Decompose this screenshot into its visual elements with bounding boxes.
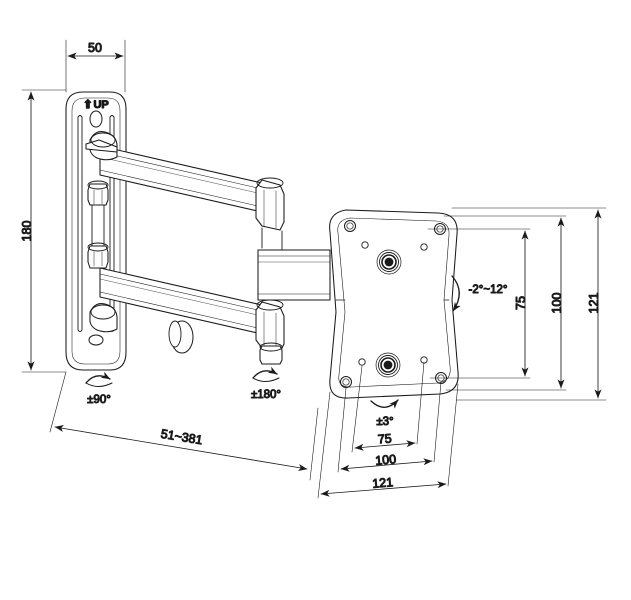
angle-label-rotation: ±3° bbox=[376, 416, 393, 428]
elbow-joint-lower bbox=[255, 299, 285, 365]
angle-label-swivel-90: ±90° bbox=[87, 394, 111, 406]
dimension-label-right-121: 121 bbox=[587, 293, 601, 314]
dimension-label-right-100: 100 bbox=[550, 293, 564, 314]
angle-label-tilt: -2°~12° bbox=[469, 284, 508, 296]
dimension-vesa-bottom-75 bbox=[351, 361, 425, 453]
dimension-vesa-right-75 bbox=[427, 228, 531, 379]
dimension-label-right-75: 75 bbox=[514, 296, 528, 310]
dimension-label-bottom-100: 100 bbox=[375, 452, 397, 468]
up-arrow-icon: ⇧ bbox=[83, 99, 92, 111]
orientation-up-label: ⇧UP bbox=[83, 99, 109, 111]
vesa-plate bbox=[329, 209, 459, 399]
dimension-extension bbox=[49, 371, 319, 481]
bolt-nut-upper bbox=[87, 180, 109, 206]
wall-joint-upper bbox=[85, 131, 118, 161]
wall-joint-lower bbox=[89, 303, 118, 333]
dimension-label-bottom-75: 75 bbox=[377, 431, 392, 446]
rotation-symbol bbox=[370, 399, 399, 409]
cable-ring bbox=[168, 320, 194, 354]
dimension-label-bottom-121: 121 bbox=[372, 475, 394, 491]
screw-boss-top bbox=[376, 249, 402, 275]
elbow-bolt-lower bbox=[259, 342, 283, 365]
dimension-vesa-bottom-121 bbox=[317, 383, 459, 499]
dimension-wallplate-height bbox=[21, 89, 67, 373]
dimension-vesa-right-100 bbox=[443, 215, 567, 391]
dimension-label-width-50: 50 bbox=[88, 41, 102, 55]
swivel-symbol-90 bbox=[85, 371, 113, 387]
forearm bbox=[257, 249, 331, 301]
angle-label-swivel-180: ±180° bbox=[251, 389, 281, 401]
dimension-wallplate-width bbox=[65, 39, 126, 93]
dimension-vesa-right-121 bbox=[451, 207, 607, 401]
bolt-nut-lower bbox=[87, 242, 109, 269]
dimension-label-height-180: 180 bbox=[20, 221, 34, 242]
wallplate-pivot-column bbox=[87, 180, 109, 269]
elbow-joint-upper bbox=[255, 177, 285, 251]
dimension-vesa-bottom-100 bbox=[337, 381, 442, 473]
tilt-symbol bbox=[451, 275, 461, 312]
swivel-symbol-180 bbox=[252, 366, 280, 382]
screw-boss-bottom bbox=[375, 352, 401, 378]
dimension-label-extension: 51~381 bbox=[160, 427, 204, 448]
up-text: UP bbox=[93, 99, 108, 111]
